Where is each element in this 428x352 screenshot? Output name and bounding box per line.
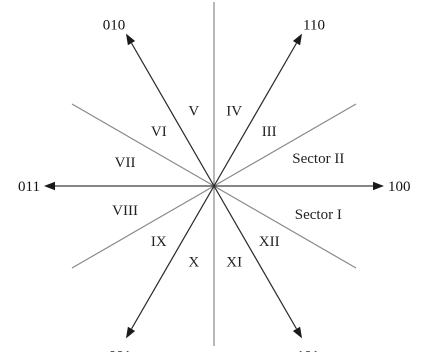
vector-001-arrowhead	[126, 326, 136, 339]
sector-label-sector-ii: Sector II	[292, 151, 344, 167]
vector-labels: 100 110 010 011 001 101	[18, 18, 410, 352]
sector-label-sector-i: Sector I	[295, 207, 342, 223]
voltage-vector-arrows	[44, 33, 384, 339]
vector-010-arrow	[131, 42, 215, 187]
vector-100-arrowhead	[373, 181, 384, 191]
sector-label-vii: VII	[115, 155, 136, 171]
sector-label-xi: XI	[226, 254, 242, 270]
vector-011-label: 011	[18, 179, 40, 195]
vector-110-arrow	[213, 42, 297, 187]
vector-101-label: 101	[297, 348, 320, 352]
vector-001-label: 001	[109, 348, 132, 352]
sector-label-vi: VI	[151, 124, 167, 140]
vector-100-label: 100	[388, 179, 411, 195]
sector-label-x: X	[188, 254, 199, 270]
vector-101-arrowhead	[292, 326, 302, 339]
sector-label-iv: IV	[226, 104, 242, 120]
sector-label-ix: IX	[151, 234, 167, 250]
vector-011-arrowhead	[44, 181, 55, 191]
vector-101-arrow	[213, 185, 297, 330]
sector-boundary-line	[71, 103, 215, 187]
vector-110-arrowhead	[292, 33, 302, 46]
vector-010-label: 010	[103, 18, 126, 34]
sector-boundary-line	[71, 185, 215, 269]
sector-boundary-lines	[46, 2, 382, 346]
vector-001-arrow	[131, 185, 215, 330]
sector-label-viii: VIII	[112, 203, 138, 219]
sector-labels: Sector I Sector II III IV V VI VII VIII IX X XI XII	[112, 104, 344, 271]
sector-label-v: V	[188, 104, 199, 120]
sector-boundary-line	[213, 103, 357, 187]
vector-110-label: 110	[303, 18, 325, 34]
sector-label-xii: XII	[259, 234, 280, 250]
vector-010-arrowhead	[126, 33, 136, 46]
sector-label-iii: III	[262, 124, 277, 140]
sector-boundary-line	[213, 185, 357, 269]
